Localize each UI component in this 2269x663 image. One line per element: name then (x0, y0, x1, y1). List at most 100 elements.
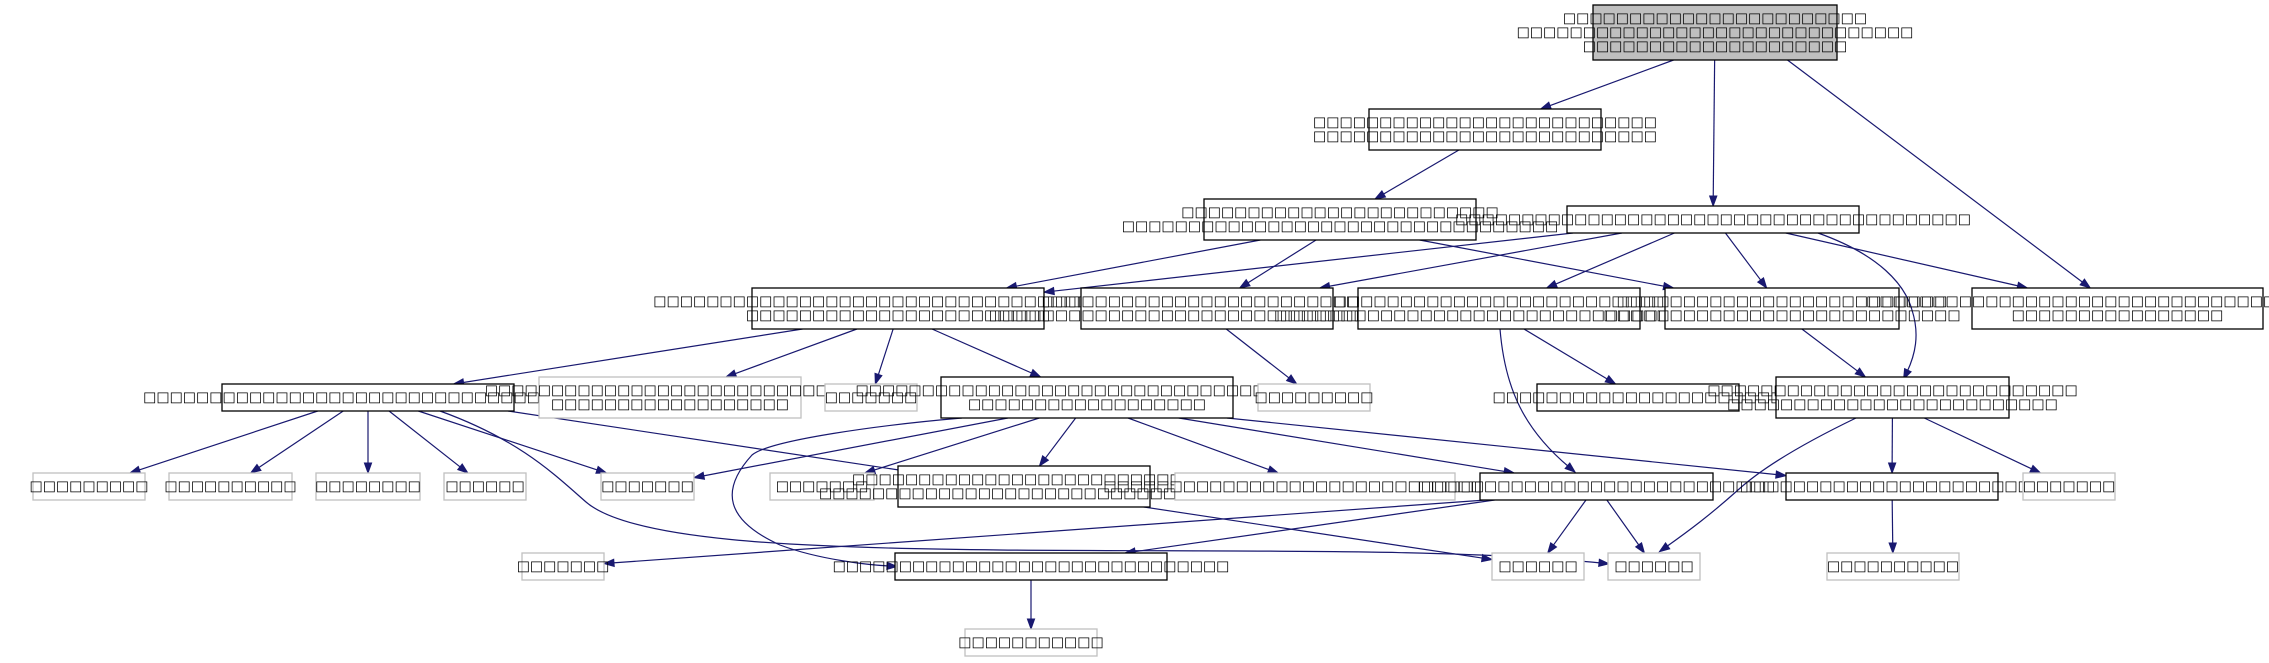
graph-node-n12[interactable]: □□□□□□□□□□□□□□□□□□□□□□□□□□□□□□□□□□□□□□□□… (856, 376, 1319, 419)
graph-node-n19[interactable]: □□□□□□ (443, 472, 527, 501)
node-label-line: □□□□□□□□□□□□□□□□□□□□□□□□□□□□ (1707, 383, 2077, 399)
node-label-line: □□□□□□□□□□□□□□□□□□□□□□□□□□□□□□□□□□□□□ (653, 294, 1142, 310)
graph-node-n11[interactable]: □□□□□□□ (824, 383, 918, 412)
node-box (769, 472, 875, 501)
graph-node-n23[interactable]: □□□□□□□□□□□□□□□□□□□□□□□□□□□□□□□□ (1103, 472, 1527, 501)
node-label-line: □□□□□□ (445, 479, 524, 495)
graph-node-n26[interactable]: □□□□□□ (1491, 552, 1585, 581)
node-label-line: □□□□□□□□□□□□□□□□□□□□□□□□□□□□ (485, 383, 855, 399)
node-box (751, 287, 1045, 330)
node-label-line: □□□□□□□□□□□□□□□□□□ (551, 397, 789, 413)
node-label-line: □□□□□□□□□□□□□□□□□□□□□□□□□□□□□□□□□ (1122, 219, 1559, 235)
node-label-line: □□□□□□□ (517, 559, 610, 575)
edge-n24-n26 (1546, 499, 1587, 555)
node-box (1479, 472, 1714, 501)
node-box (1566, 205, 1860, 234)
graph-node-n17[interactable]: □□□□□□□□□□ (164, 472, 297, 501)
node-label-line: □□□□□□□ (776, 479, 869, 495)
node-box (443, 472, 527, 501)
node-label-line: □□□□□□□□□□ (164, 479, 296, 495)
graph-node-n6[interactable]: □□□□□□□□□□□□□□□□□□□□□□□□□□□□□□□□□□□□□□□□… (1274, 287, 1724, 330)
edge-n3-n4 (1042, 232, 1574, 296)
node-box (1491, 552, 1585, 581)
graph-node-n14[interactable]: □□□□□□□□□□□□□□□□□□□□□□ (1492, 383, 1784, 412)
graph-node-n13[interactable]: □□□□□□□□□ (1254, 383, 1374, 412)
edge-n6-n14 (1523, 328, 1617, 385)
graph-node-n32[interactable]: □□□□□□□□□□ (1826, 552, 1960, 581)
node-label-line: □□□□□□□□□□□□□□□□□□□□□□□□□□ (852, 472, 1196, 488)
graph-node-n25[interactable]: □□□□□□□□□□□□□□□□□□□□□□□ (1740, 472, 2044, 501)
graph-node-n8[interactable]: □□□□□□□□□□□□□□□□□□□□□□□□□□□□□□□□□□□□□□□□… (1866, 287, 2269, 330)
graph-node-n2[interactable]: □□□□□□□□□□□□□□□□□□□□□□□□□□□□□□□□□□□□□□□□… (1122, 198, 1559, 241)
graph-node-n27[interactable]: □□□□□□ (1607, 552, 1701, 581)
node-box (1607, 552, 1701, 581)
node-label-line: □□□□□□□ (2023, 479, 2116, 495)
edge-n15-n27 (1658, 417, 1857, 553)
graph-node-n15[interactable]: □□□□□□□□□□□□□□□□□□□□□□□□□□□□□□□□□□□□□□□□… (1707, 376, 2078, 419)
node-label-line: □□□□□□□□□□□□□□□□ (2012, 308, 2224, 324)
edge-n12-n21 (863, 417, 1040, 474)
graph-node-n16[interactable]: □□□□□□□□□ (29, 472, 149, 501)
node-label-line: □□□□□□□□□□□□□□□□□□□□□□□□□□□□□□□□□ (989, 308, 1426, 324)
node-layer: □□□□□□□□□□□□□□□□□□□□□□□□□□□□□□□□□□□□□□□□… (29, 4, 2269, 657)
graph-node-n5[interactable]: □□□□□□□□□□□□□□□□□□□□□□□□□□□□□□□□□□□□□□□□… (989, 287, 1426, 330)
node-box (1971, 287, 2264, 330)
graph-node-n21[interactable]: □□□□□□□ (769, 472, 875, 501)
graph-node-n3[interactable]: □□□□□□□□□□□□□□□□□□□□□□□□□□□□□□□□□□□□□□□ (1455, 205, 1971, 234)
node-label-line: □□□□□□□□□□□□□□□□□□□□□□□□□□□ (1418, 479, 1775, 495)
node-label-line: □□□□□□□□□□□□□□□□□□□□□□ (1492, 390, 1783, 406)
graph-node-n29[interactable]: □□□□□□□□□□□ (958, 628, 1104, 657)
node-label-line: □□□□□□□□□□□□□□□□□□□□□□□□□□□ (1603, 308, 1960, 324)
graph-node-n4[interactable]: □□□□□□□□□□□□□□□□□□□□□□□□□□□□□□□□□□□□□□□□… (653, 287, 1143, 330)
edge-n3-n8 (1785, 232, 2029, 290)
edge-n9-n17 (249, 410, 344, 474)
node-box (894, 552, 1168, 581)
node-label-line: □□□□□□□□□□□□□□□□□□□□□□□□□□□□□□ (1517, 25, 1914, 41)
node-label-line: □□□□□□□□□ (1254, 390, 1373, 406)
node-label-line: □□□□□□□ (601, 479, 694, 495)
node-box (1357, 287, 1641, 330)
edge-n15-n25 (1887, 417, 1897, 475)
node-label-line: □□□□□□ (1614, 559, 1693, 575)
graph-node-n9[interactable]: □□□□□□□□□□□□□□□□□□□□□□□□□□□□□□□□□□ (143, 383, 593, 412)
graph-node-n22[interactable]: □□□□□□□□□□□□□□□□□□□□□□□□□□□□□□□□□□□□□□□□… (819, 465, 1229, 508)
node-box (1257, 383, 1371, 412)
graph-node-n7[interactable]: □□□□□□□□□□□□□□□□□□□□□□□□□□□□□□□□□□□□□□□□… (1603, 287, 1961, 330)
edge-n24-n27 (1606, 499, 1646, 555)
node-box (1174, 472, 1456, 501)
graph-node-n31[interactable]: □□□□□□□ (517, 552, 610, 581)
graph-node-n1[interactable]: □□□□□□□□□□□□□□□□□□□□□□□□□□□□□□□□□□□□□□□□… (1313, 108, 1657, 151)
edge-n15-n30 (1924, 417, 2042, 474)
edge-n5-n13 (1225, 328, 1298, 385)
graph-node-n20[interactable]: □□□□□□□ (600, 472, 695, 501)
edge-n0-n8 (1787, 59, 2092, 289)
node-label-line: □□□□□□□□□□□□□□□□□□□□□□□□□□□□□□□ (819, 486, 1229, 502)
edge-n9-n19 (388, 410, 470, 474)
graph-node-n28[interactable]: □□□□□□□□□□□□□□□□□□□□□□□□□□□□□□ (833, 552, 1230, 581)
graph-node-n10[interactable]: □□□□□□□□□□□□□□□□□□□□□□□□□□□□□□□□□□□□□□□□… (485, 376, 855, 419)
node-box (168, 472, 293, 501)
edge-n28-n29 (1026, 580, 1036, 631)
node-label-line: □□□□□□□□□□□□□□□□□□□□□□□□□□□□□□□□□□□□□□□ (1455, 212, 1971, 228)
edge-n0-n3 (1708, 59, 1718, 208)
edge-n9-n18 (363, 411, 373, 475)
graph-node-n0[interactable]: □□□□□□□□□□□□□□□□□□□□□□□□□□□□□□□□□□□□□□□□… (1517, 4, 1914, 61)
node-label-line: □□□□□□□□□□□□□□□□□□□□□□□□□ (1334, 294, 1665, 310)
graph-node-n30[interactable]: □□□□□□□ (2022, 472, 2116, 501)
edge-n3-n7 (1724, 232, 1768, 290)
edge-n6-n24 (1499, 328, 1577, 474)
edge-n9-n20 (418, 410, 608, 474)
edge-n12-n22 (1038, 417, 1077, 468)
graph-node-n24[interactable]: □□□□□□□□□□□□□□□□□□□□□□□□□□□ (1418, 472, 1775, 501)
node-box (824, 383, 918, 412)
graph-node-n18[interactable]: □□□□□□□□ (315, 472, 421, 501)
node-box (1536, 383, 1740, 412)
node-label-line: □□□□□□□□□□□□□□□□□□□□□□□□□□ (1313, 129, 1657, 145)
node-label-line: □□□□□□□□□□□□□□□□□□□□□□□ (1740, 479, 2044, 495)
node-label-line: □□□□□□□□□□□□□□□□□□□□□□□□□□□□□□□□ (1103, 479, 1526, 495)
node-box (521, 552, 605, 581)
edge-n25-n32 (1888, 499, 1898, 555)
node-label-line: □□□□□□□□□□□□□□□□□□□□□□□□□ (1727, 397, 2058, 413)
edge-n2-n7 (1419, 239, 1675, 291)
node-label-line: □□□□□□□□□□□□□□□□□□□□□□□ (1563, 11, 1867, 27)
